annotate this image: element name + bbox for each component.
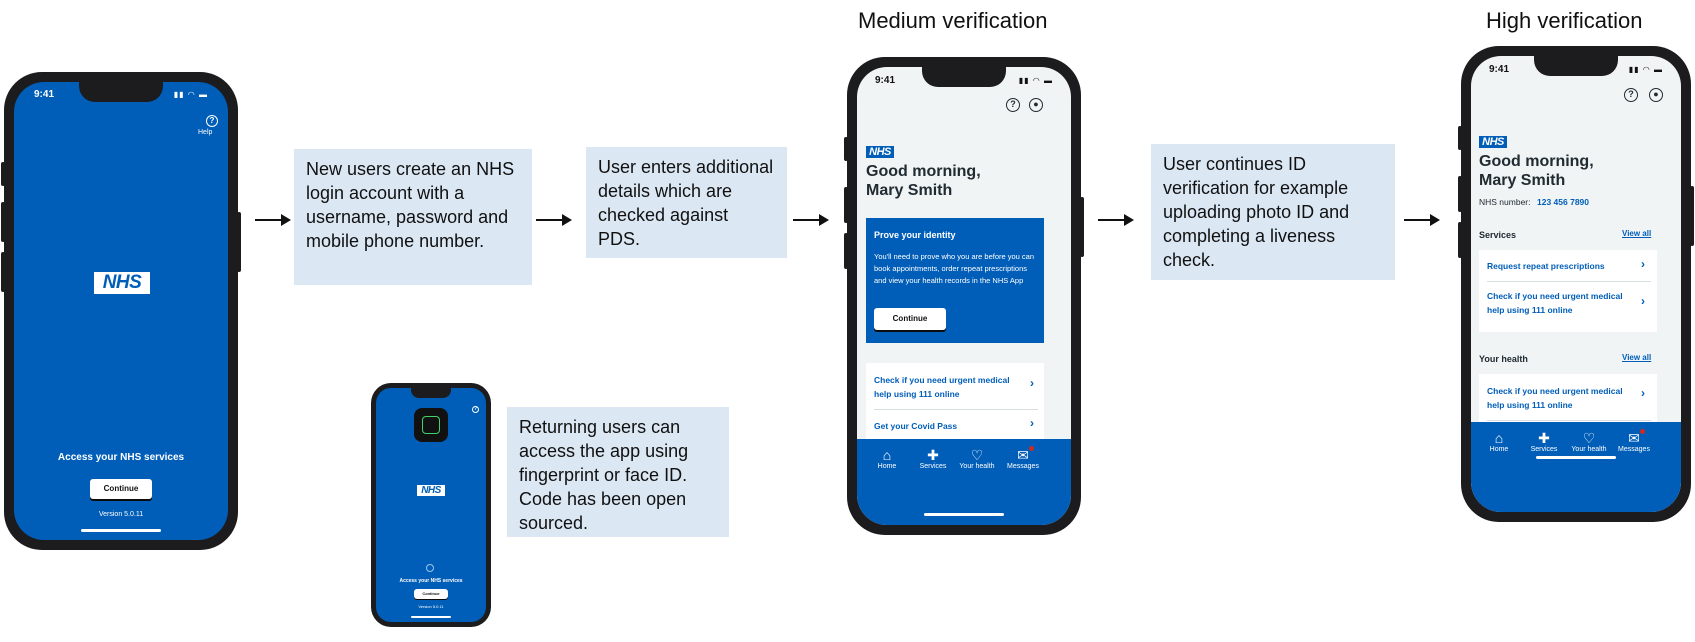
continue-button[interactable]: Continue — [414, 589, 448, 599]
user-name: Mary Smith — [866, 182, 953, 199]
services-card: Request repeat prescriptions › Check if … — [1479, 250, 1657, 332]
access-services-text: Access your NHS services — [57, 452, 185, 463]
help-icon[interactable]: ? — [1624, 88, 1638, 102]
heart-icon: ♡ — [1582, 430, 1596, 446]
tab-label: Home — [1489, 446, 1509, 453]
arrow-right — [536, 214, 572, 226]
status-time: 9:41 — [875, 75, 896, 86]
tab-label: Messages — [1618, 446, 1650, 453]
repeat-prescriptions-link[interactable]: Request repeat prescriptions — [1487, 261, 1605, 271]
tab-label: Your health — [1571, 446, 1607, 453]
tab-bar: ⌂Home ✚Services ♡Your health ✉Messages — [857, 439, 1071, 525]
plus-icon: ✚ — [927, 447, 939, 463]
plus-icon: ✚ — [1538, 430, 1550, 446]
status-time: 9:41 — [34, 89, 55, 100]
urgent-help-link[interactable]: Check if you need urgent medical help us… — [1487, 291, 1623, 315]
nhs-number-value: 123 456 7890 — [1537, 197, 1589, 207]
prove-identity-card: Prove your identity You'll need to prove… — [866, 218, 1044, 343]
arrow-right — [793, 214, 829, 226]
tab-your-health[interactable]: ♡Your health — [1569, 430, 1609, 453]
account-icon[interactable]: ● — [1649, 88, 1663, 102]
chevron-right-icon: › — [1030, 416, 1034, 430]
tab-label: Services — [1530, 446, 1558, 453]
loading-spinner-icon — [426, 564, 434, 572]
arrow-right — [255, 214, 291, 226]
tab-services[interactable]: ✚Services — [1526, 430, 1562, 453]
notification-dot — [1029, 446, 1034, 451]
greeting-text: Good morning, — [1479, 153, 1594, 170]
help-label[interactable]: Help — [198, 129, 213, 136]
phone-high-verification: 9:41 ▮▮ ◠ ▬ ? ● NHS Good morning, Mary S… — [1458, 46, 1694, 522]
arrow-right — [1404, 214, 1440, 226]
tab-messages[interactable]: ✉Messages — [1003, 447, 1043, 470]
additional-details-box: User enters additional details which are… — [586, 147, 787, 258]
greeting-text: Good morning, — [866, 163, 981, 180]
tab-label: Services — [919, 463, 947, 470]
tab-label: Home — [877, 463, 897, 470]
returning-users-box: Returning users can access the app using… — [507, 407, 729, 537]
chevron-right-icon: › — [1641, 257, 1645, 271]
account-icon[interactable]: ● — [1029, 98, 1043, 112]
home-indicator — [81, 529, 161, 532]
home-indicator — [1536, 456, 1616, 459]
home-icon: ⌂ — [1494, 430, 1504, 446]
tab-home[interactable]: ⌂Home — [1481, 430, 1517, 453]
notification-dot — [1640, 429, 1645, 434]
urgent-help-link[interactable]: Check if you need urgent medical help us… — [1487, 386, 1623, 410]
chevron-right-icon: › — [1030, 376, 1034, 390]
your-health-heading: Your health — [1479, 354, 1528, 364]
heart-icon: ♡ — [970, 447, 984, 463]
signal-icon: ▮▮ ◠ ▬ — [1018, 76, 1053, 85]
continue-button[interactable]: Continue — [90, 479, 152, 499]
chevron-right-icon: › — [1641, 294, 1645, 308]
services-view-all-link[interactable]: View all — [1622, 229, 1652, 238]
prove-identity-body: You'll need to prove who you are before … — [874, 252, 1035, 285]
home-indicator — [411, 616, 451, 618]
tab-bar: ⌂Home ✚Services ♡Your health ✉Messages — [1471, 422, 1681, 512]
chevron-right-icon: › — [1641, 386, 1645, 400]
phone-biometric: ? NHS Access your NHS services Continue … — [371, 383, 491, 627]
tab-home[interactable]: ⌂Home — [869, 447, 905, 470]
tab-label: Your health — [959, 463, 995, 470]
prove-identity-title: Prove your identity — [874, 230, 956, 240]
continue-button[interactable]: Continue — [874, 308, 946, 330]
new-users-box: New users create an NHS login account wi… — [294, 149, 532, 285]
signal-icon: ▮▮ ◠ ▬ — [1628, 65, 1663, 74]
user-name: Mary Smith — [1479, 172, 1566, 189]
envelope-icon: ✉ — [1017, 447, 1029, 463]
version-text: Version 5.0.11 — [98, 511, 144, 518]
nhs-number-label: NHS number: — [1479, 197, 1531, 207]
phone-launch: 9:41 ▮▮ ◠ ▬ ? Help NHS Access your NHS s… — [1, 72, 241, 550]
services-heading: Services — [1479, 230, 1517, 240]
tab-your-health[interactable]: ♡Your health — [957, 447, 997, 470]
medium-verification-title: Medium verification — [858, 8, 1048, 33]
nhs-logo: NHS — [1479, 136, 1507, 148]
high-verification-title: High verification — [1486, 8, 1643, 33]
tab-services[interactable]: ✚Services — [915, 447, 951, 470]
help-icon[interactable]: ? — [206, 115, 218, 127]
home-indicator — [924, 513, 1004, 516]
home-icon: ⌂ — [882, 447, 892, 463]
status-time: 9:41 — [1489, 64, 1510, 75]
help-icon[interactable]: ? — [472, 406, 479, 413]
tab-messages[interactable]: ✉Messages — [1614, 430, 1654, 453]
signal-icon: ▮▮ ◠ ▬ — [173, 90, 208, 99]
face-id-icon — [414, 408, 448, 442]
health-view-all-link[interactable]: View all — [1622, 353, 1652, 362]
urgent-help-link[interactable]: Check if you need urgent medical help us… — [874, 375, 1010, 399]
version-text: Version 5.0.11 — [418, 604, 444, 609]
nhs-logo: NHS — [417, 485, 445, 496]
nhs-logo: NHS — [866, 146, 894, 158]
covid-pass-link[interactable]: Get your Covid Pass — [874, 421, 958, 431]
nhs-logo: NHS — [94, 272, 150, 294]
help-icon[interactable]: ? — [1006, 98, 1020, 112]
envelope-icon: ✉ — [1628, 430, 1640, 446]
links-card: Check if you need urgent medical help us… — [866, 363, 1044, 453]
arrow-right — [1098, 214, 1134, 226]
access-services-text: Access your NHS services — [399, 578, 463, 584]
phone-medium-verification: 9:41 ▮▮ ◠ ▬ ? ● NHS Good morning, Mary S… — [844, 57, 1084, 535]
continues-verification-box: User continues ID verification for examp… — [1151, 144, 1395, 280]
tab-label: Messages — [1007, 463, 1039, 470]
